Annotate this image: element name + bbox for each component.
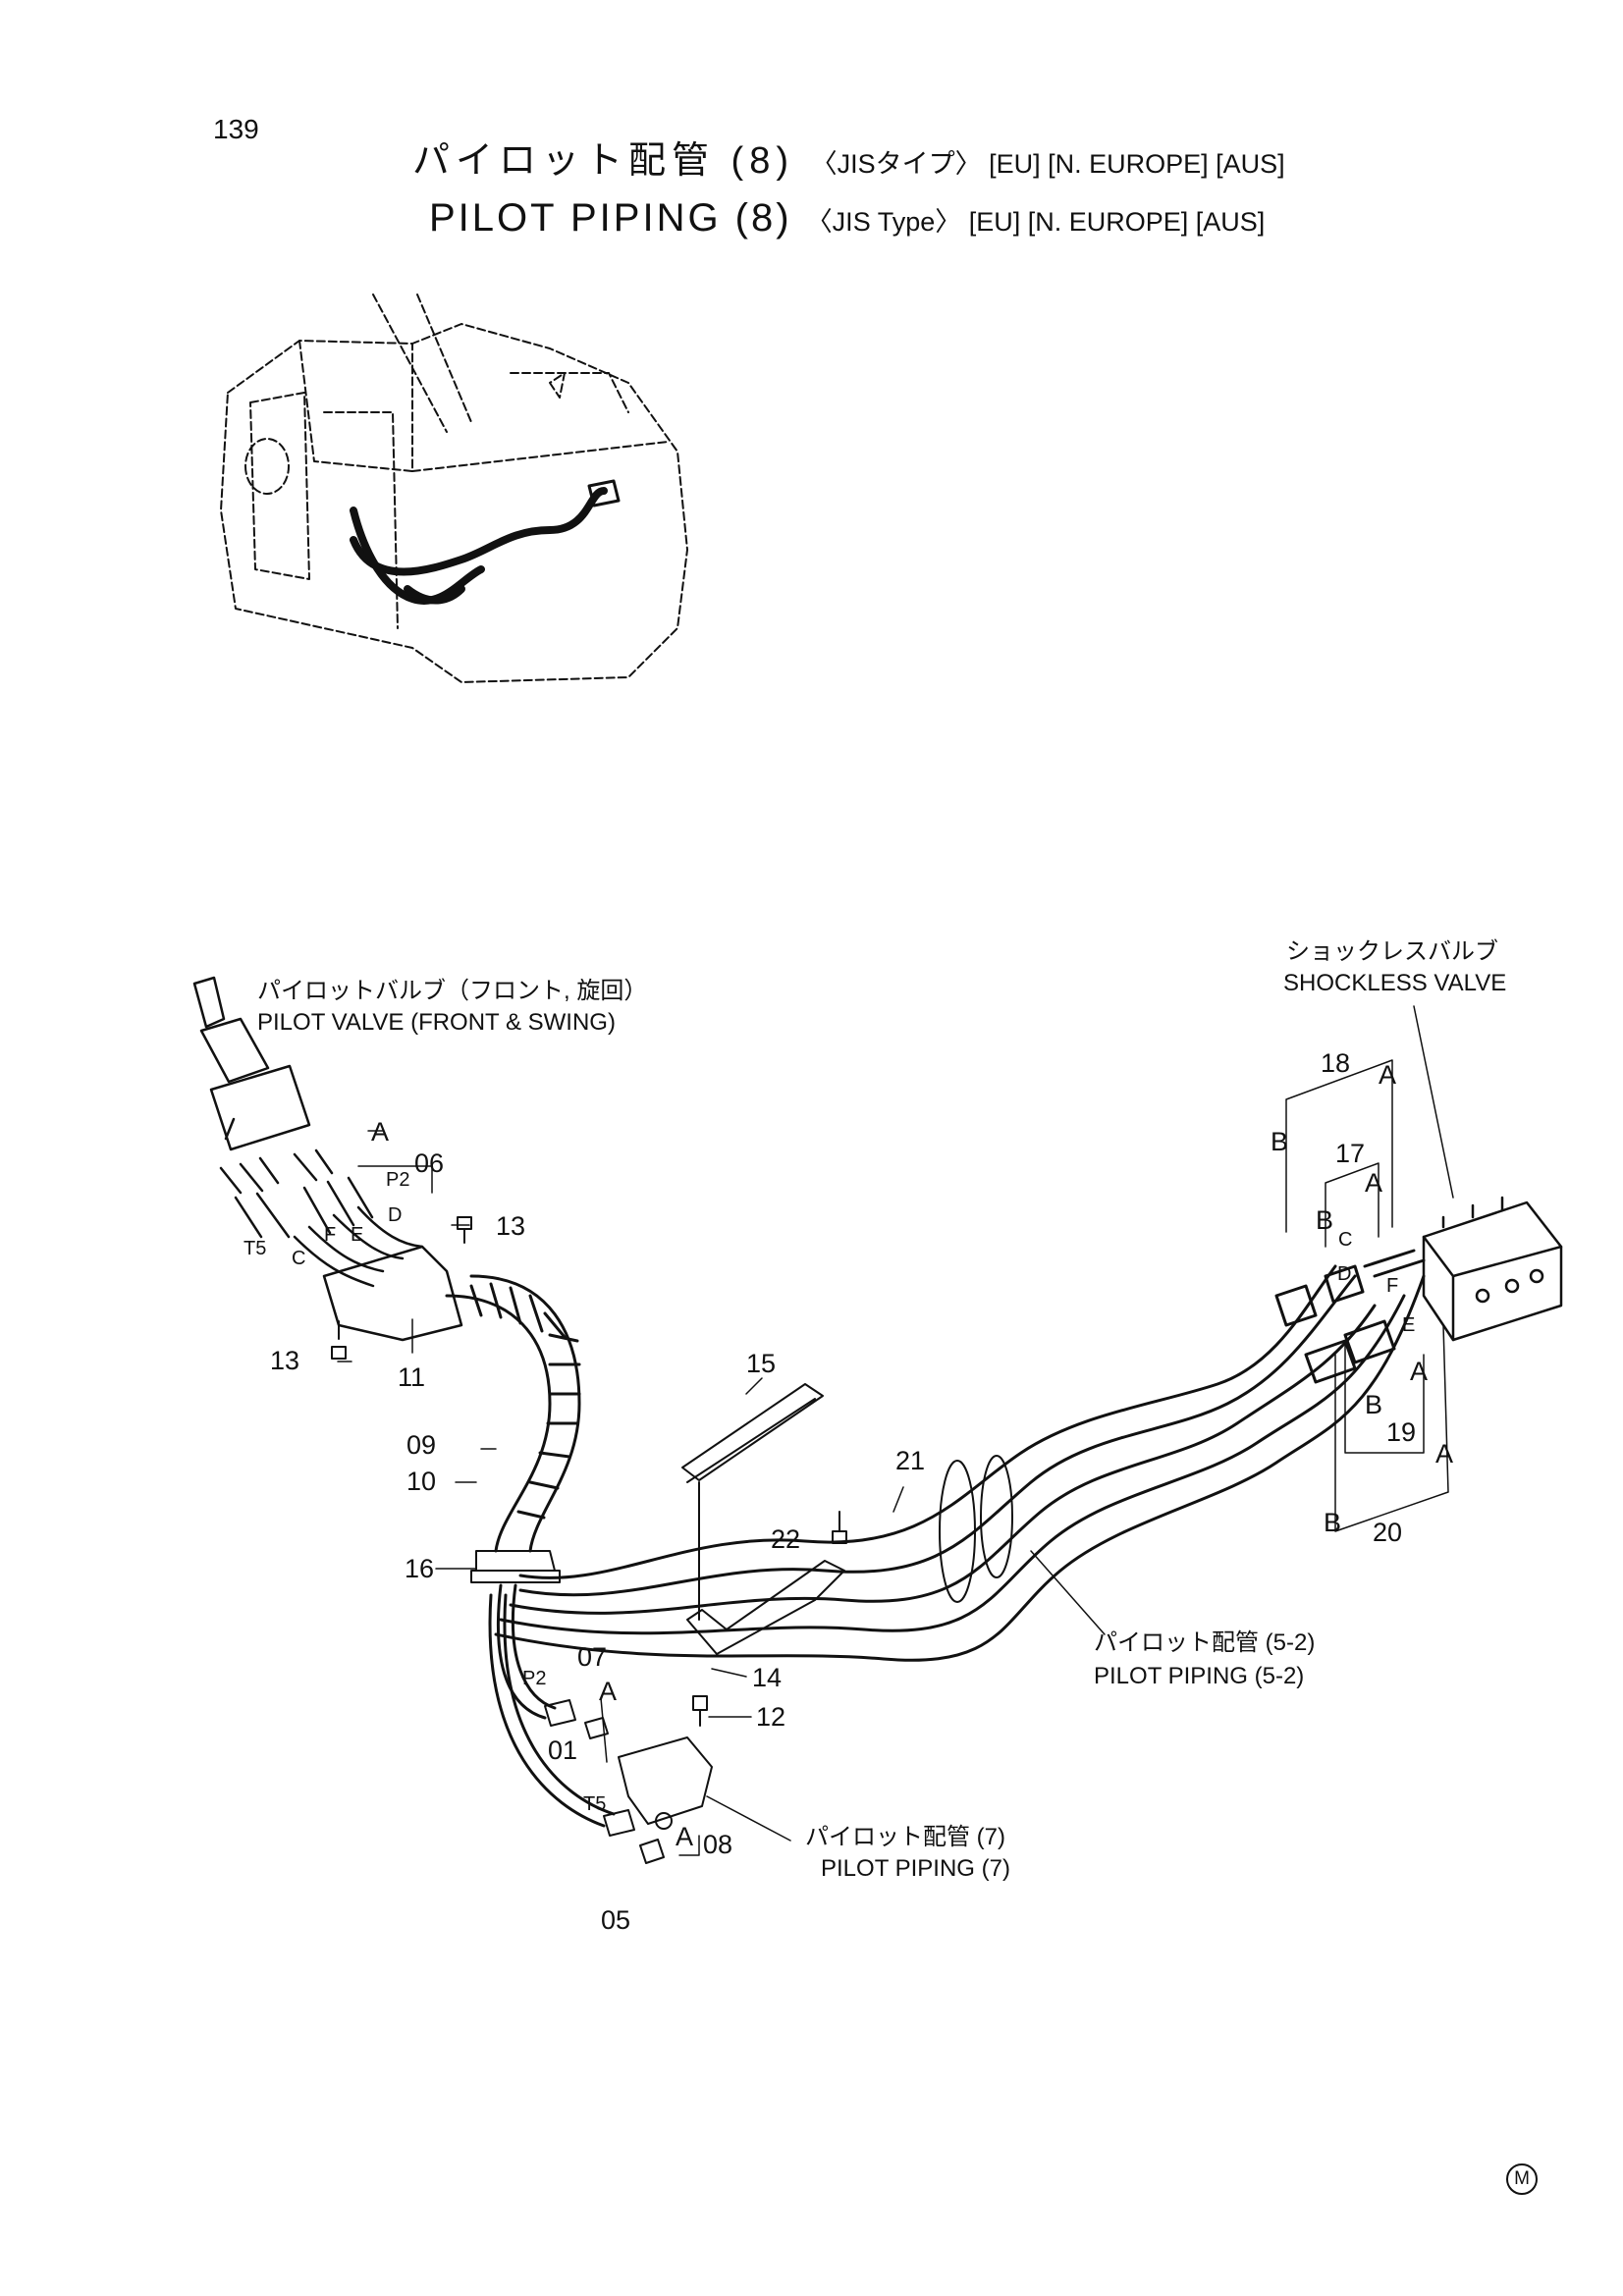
callout-09: 09 [406,1430,437,1460]
port-label-c-valve: C [292,1248,306,1269]
callout-18: 18 [1321,1048,1351,1078]
port-label-d-shockless: D [1337,1263,1352,1285]
letter-a-valve: A [371,1117,390,1147]
port-label-p2-valve: P2 [386,1169,410,1191]
bolt-13-upper [457,1216,472,1244]
label-pilot-piping-7-jp: パイロット配管 (7) [805,1824,1005,1850]
corrugated-hose-09 [445,1274,581,1553]
port-label-p2-lower: P2 [522,1668,547,1689]
callout-16: 16 [405,1554,435,1583]
label-pilot-valve-en: PILOT VALVE (FRONT & SWING) [257,1009,616,1036]
title-japanese: パイロット配管 (8) 〈JISタイプ〉 [EU] [N. EUROPE] [A… [412,142,1285,180]
callout-12: 12 [756,1702,786,1732]
callout-08: 08 [703,1830,733,1859]
callout-13-lower: 13 [270,1346,300,1375]
callout-05: 05 [601,1905,631,1935]
letter-a-17: A [1365,1168,1383,1198]
port-label-c-shockless: C [1338,1229,1353,1251]
valve-hoses [293,1205,424,1288]
callout-17: 17 [1335,1139,1366,1168]
title-jp-sub: 〈JISタイプ〉 [EU] [N. EUROPE] [AUS] [810,149,1285,179]
letter-b-20: B [1324,1508,1342,1537]
port-label-f-valve: F [324,1224,337,1246]
letter-a-fitting-07: A [599,1677,618,1706]
callout-20: 20 [1373,1518,1403,1547]
pilot-valve-drawing [192,976,374,1239]
leader-lines [337,1005,1454,1856]
label-pilot-piping-52-en: PILOT PIPING (5-2) [1094,1663,1305,1689]
bolt-12 [692,1695,708,1727]
letter-a-19: A [1410,1357,1429,1386]
letter-a-fitting-08: A [676,1822,694,1851]
callout-11: 11 [398,1362,426,1392]
letter-a-20: A [1435,1439,1454,1468]
title-en-main: PILOT PIPING (8) [429,196,792,240]
callout-01: 01 [548,1735,578,1765]
shockless-valve-drawing [1422,1196,1563,1342]
machine-connector [587,479,621,507]
fitting-07 [584,1717,609,1739]
callout-22: 22 [771,1524,801,1554]
cover-11 [322,1245,463,1342]
callout-15: 15 [746,1349,777,1378]
corner-mark: M [1506,2163,1538,2195]
letter-b-18: B [1271,1127,1289,1156]
bolt-13-lower [331,1320,347,1360]
title-english: PILOT PIPING (8) 〈JIS Type〉 [EU] [N. EUR… [429,198,1265,238]
callout-07: 07 [577,1642,608,1672]
callout-14: 14 [752,1663,783,1692]
machine-overview [220,294,688,683]
letter-b-17: B [1316,1205,1334,1235]
grommet-16 [470,1550,561,1583]
bolt-22 [832,1511,847,1544]
letter-a-18: A [1379,1060,1397,1090]
band-clamp-21 [939,1460,976,1603]
label-pilot-piping-7-en: PILOT PIPING (7) [821,1855,1010,1882]
title-jp-main: パイロット配管 (8) [412,140,795,182]
letter-b-19: B [1365,1390,1383,1419]
callout-10: 10 [406,1467,437,1496]
label-pilot-piping-52-jp: パイロット配管 (5-2) [1094,1629,1316,1656]
port-label-t5-valve: T5 [243,1238,267,1259]
callout-19: 19 [1386,1417,1417,1447]
bracket-14 [686,1560,845,1655]
rail-15 [681,1383,824,1483]
port-label-f-shockless: F [1386,1275,1399,1297]
callout-06: 06 [414,1148,445,1178]
label-shockless-valve-en: SHOCKLESS VALVE [1283,970,1507,996]
fitting-08 [655,1812,673,1830]
port-label-t5-lower: T5 [583,1793,607,1815]
callout-13-upper: 13 [496,1211,526,1241]
shockless-hose-ends [1274,1249,1426,1384]
label-pilot-valve-jp: パイロットバルブ（フロント, 旋回） [257,978,648,1004]
page-number: 139 [213,114,259,144]
port-label-e-valve: E [351,1224,364,1246]
label-shockless-valve-jp: ショックレスバルブ [1286,938,1498,965]
title-en-sub: 〈JIS Type〉 [EU] [N. EUROPE] [AUS] [805,207,1266,237]
fitting-01 [544,1699,576,1727]
lower-pipes [488,1583,616,1828]
port-label-e-shockless: E [1402,1314,1416,1336]
pilot-piping-7-block [618,1736,713,1825]
port-label-d-valve: D [388,1204,403,1226]
machine-overview-hoses [350,487,608,605]
callout-21: 21 [895,1446,926,1475]
fitting-05 [603,1809,665,1864]
